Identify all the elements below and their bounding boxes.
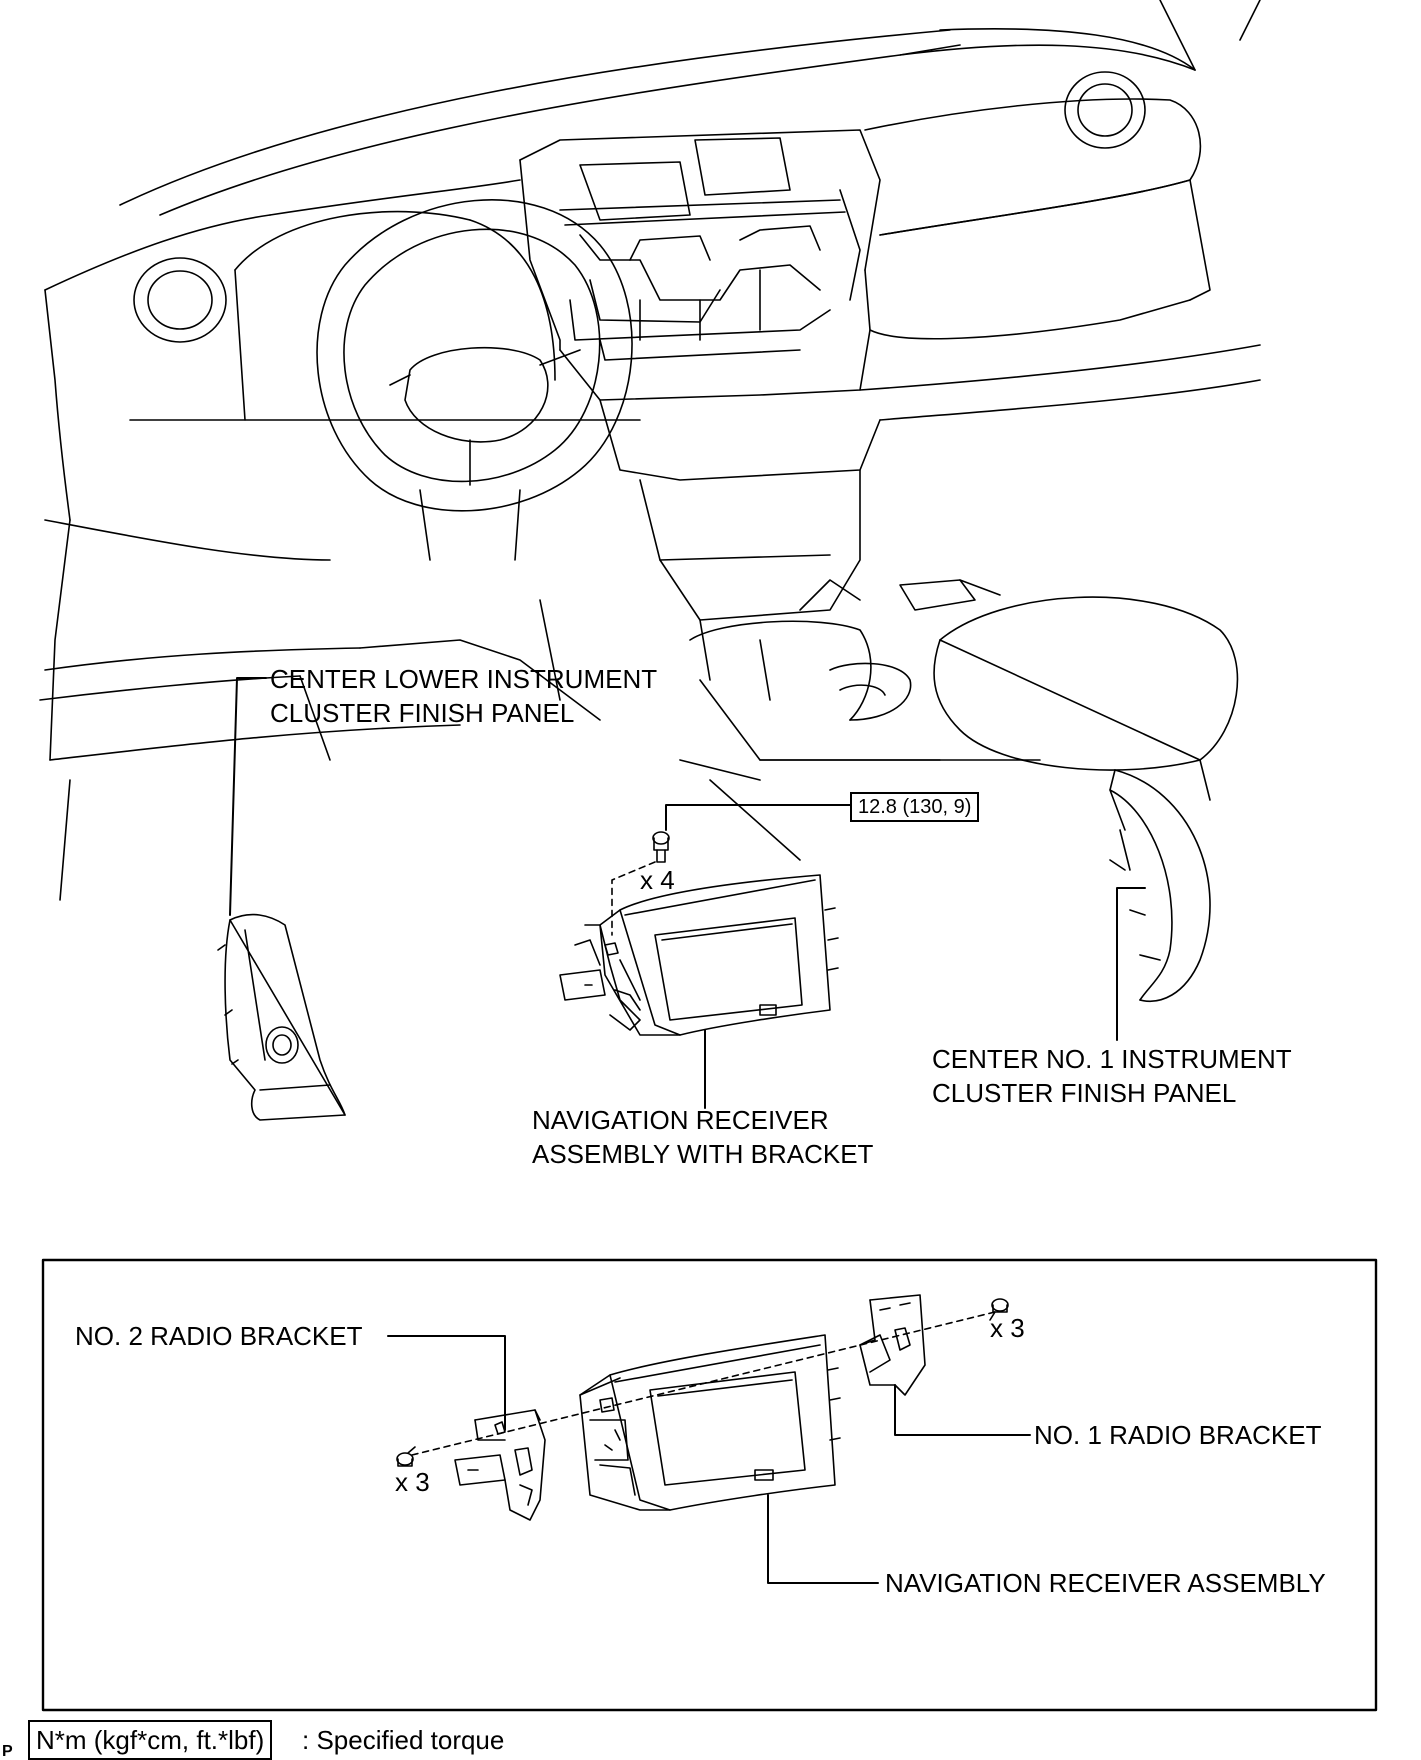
label-center-lower-line2: CLUSTER FINISH PANEL (270, 698, 575, 728)
center-lower-finish-panel-part (217, 913, 346, 1121)
no1-radio-bracket-part (859, 1294, 926, 1396)
label-center-no1-line1: CENTER NO. 1 INSTRUMENT (932, 1044, 1292, 1074)
leader-center-no1 (1116, 887, 1146, 1041)
label-no1-radio-bracket: NO. 1 RADIO BRACKET (1034, 1420, 1322, 1450)
bolt-left-icon (396, 1446, 416, 1467)
label-no2-radio-bracket: NO. 2 RADIO BRACKET (75, 1321, 363, 1351)
legend-unit-box: N*m (kgf*cm, ft.*lbf) (28, 1720, 273, 1760)
label-nav-assembly: NAVIGATION RECEIVER ASSEMBLY (885, 1568, 1326, 1598)
label-center-no1-line2: CLUSTER FINISH PANEL (932, 1078, 1237, 1108)
torque-value-box: 12.8 (130, 9) (850, 792, 980, 822)
no2-radio-bracket-part (454, 1409, 546, 1521)
label-qty-top: x 4 (640, 865, 675, 895)
leader-no1-radio (894, 1384, 1031, 1436)
install-line-detail (411, 1311, 996, 1456)
leader-nav-assembly (767, 1494, 879, 1584)
install-line-top (611, 861, 656, 936)
detail-frame (41, 1258, 1378, 1712)
nav-receiver-detail-part (579, 1334, 841, 1511)
leader-torque (665, 804, 851, 831)
center-no1-finish-panel-part (1109, 769, 1211, 1002)
label-nav-bracket-line2: ASSEMBLY WITH BRACKET (532, 1139, 874, 1169)
label-qty-left: x 3 (395, 1467, 430, 1497)
label-center-lower-line1: CENTER LOWER INSTRUMENT (270, 664, 658, 694)
leader-no2-radio (387, 1335, 506, 1431)
bolt-top-icon (652, 831, 670, 863)
label-qty-right: x 3 (990, 1313, 1025, 1343)
nav-receiver-with-bracket-part (559, 874, 839, 1036)
leader-center-lower (229, 677, 267, 916)
page-code: P (2, 1743, 13, 1760)
bolt-right-icon (989, 1298, 1009, 1321)
dashboard-illustration (39, 0, 1261, 901)
legend-description: : Specified torque (302, 1725, 505, 1755)
label-nav-bracket-line1: NAVIGATION RECEIVER (532, 1105, 829, 1135)
